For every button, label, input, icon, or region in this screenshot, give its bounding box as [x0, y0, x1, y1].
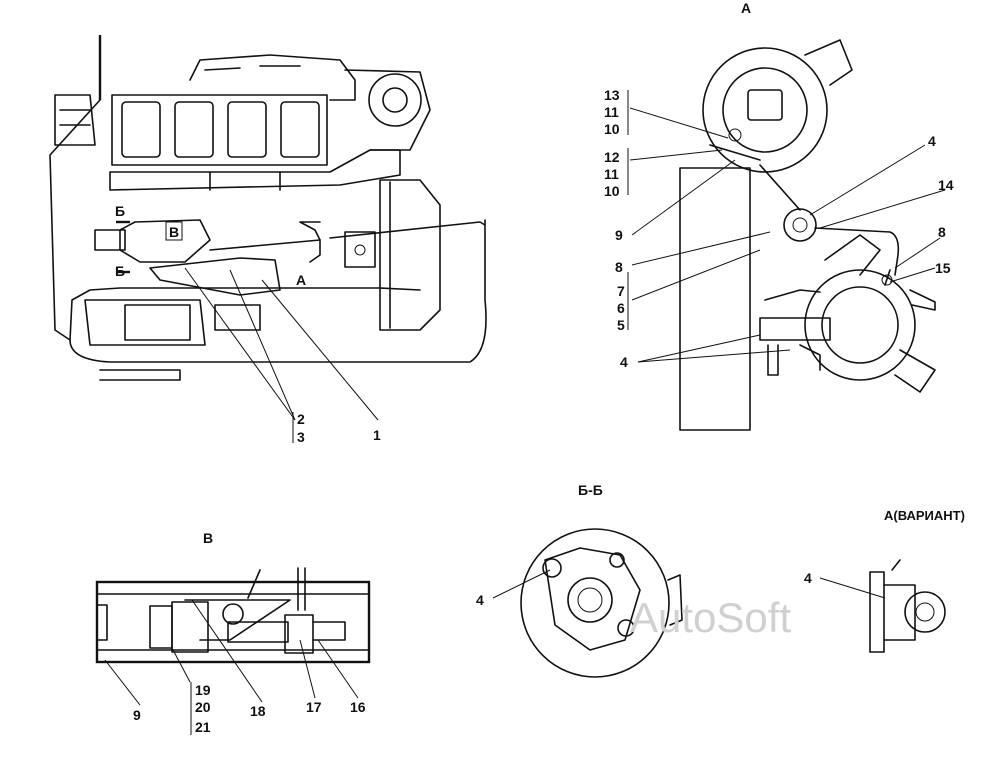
callout-3: 3 — [297, 429, 305, 445]
view-a-callout-9: 9 — [615, 227, 623, 243]
view-a-callout-5: 5 — [617, 317, 625, 333]
view-v-callout-19: 19 — [195, 682, 211, 698]
view-a-callout-8b: 8 — [938, 224, 946, 240]
view-v-title: В — [203, 530, 213, 546]
callout-2: 2 — [297, 411, 305, 427]
view-a-callout-12: 12 — [604, 149, 620, 165]
section-callout-4: 4 — [476, 592, 484, 608]
view-a-callout-11b: 11 — [604, 166, 619, 182]
view-v-callout-18: 18 — [250, 703, 266, 719]
view-a-variant: А(ВАРИАНТ) 4 — [804, 508, 965, 653]
view-a-mark: А — [296, 272, 306, 288]
section-b-b-title: Б-Б — [578, 482, 603, 498]
view-a-callout-15: 15 — [935, 260, 951, 276]
view-a-title: А — [741, 0, 751, 16]
view-a-callout-10a: 10 — [604, 121, 620, 137]
view-a-callout-4b: 4 — [928, 133, 936, 149]
view-a: А — [604, 0, 954, 431]
view-a-callout-4a: 4 — [620, 354, 628, 370]
section-mark-b-top: Б — [115, 203, 125, 219]
view-v-callout-21: 21 — [195, 719, 211, 735]
engine-side-view: Б Б В А 2 3 1 — [49, 35, 487, 445]
view-a-variant-title: А(ВАРИАНТ) — [884, 508, 965, 523]
view-v-callout-17: 17 — [306, 699, 322, 715]
view-a-callout-6: 6 — [617, 300, 625, 316]
view-v-callout-16: 16 — [350, 699, 366, 715]
view-a-callout-7: 7 — [617, 283, 625, 299]
view-v-callout-20: 20 — [195, 699, 211, 715]
section-b-b: Б-Б 4 — [476, 482, 683, 678]
view-a-callout-13: 13 — [604, 87, 620, 103]
view-v-mark: В — [169, 224, 179, 240]
view-a-callout-11a: 11 — [604, 104, 619, 120]
view-a-callout-10b: 10 — [604, 183, 620, 199]
watermark: AutoSoft — [630, 594, 791, 641]
view-v: В 19 20 21 9 18 17 16 — [95, 530, 371, 735]
variant-callout-4: 4 — [804, 570, 812, 586]
callout-1: 1 — [373, 427, 381, 443]
view-a-callout-8a: 8 — [615, 259, 623, 275]
view-v-callout-9: 9 — [133, 707, 141, 723]
view-a-callout-14: 14 — [938, 177, 954, 193]
section-mark-b-bottom: Б — [115, 263, 125, 279]
